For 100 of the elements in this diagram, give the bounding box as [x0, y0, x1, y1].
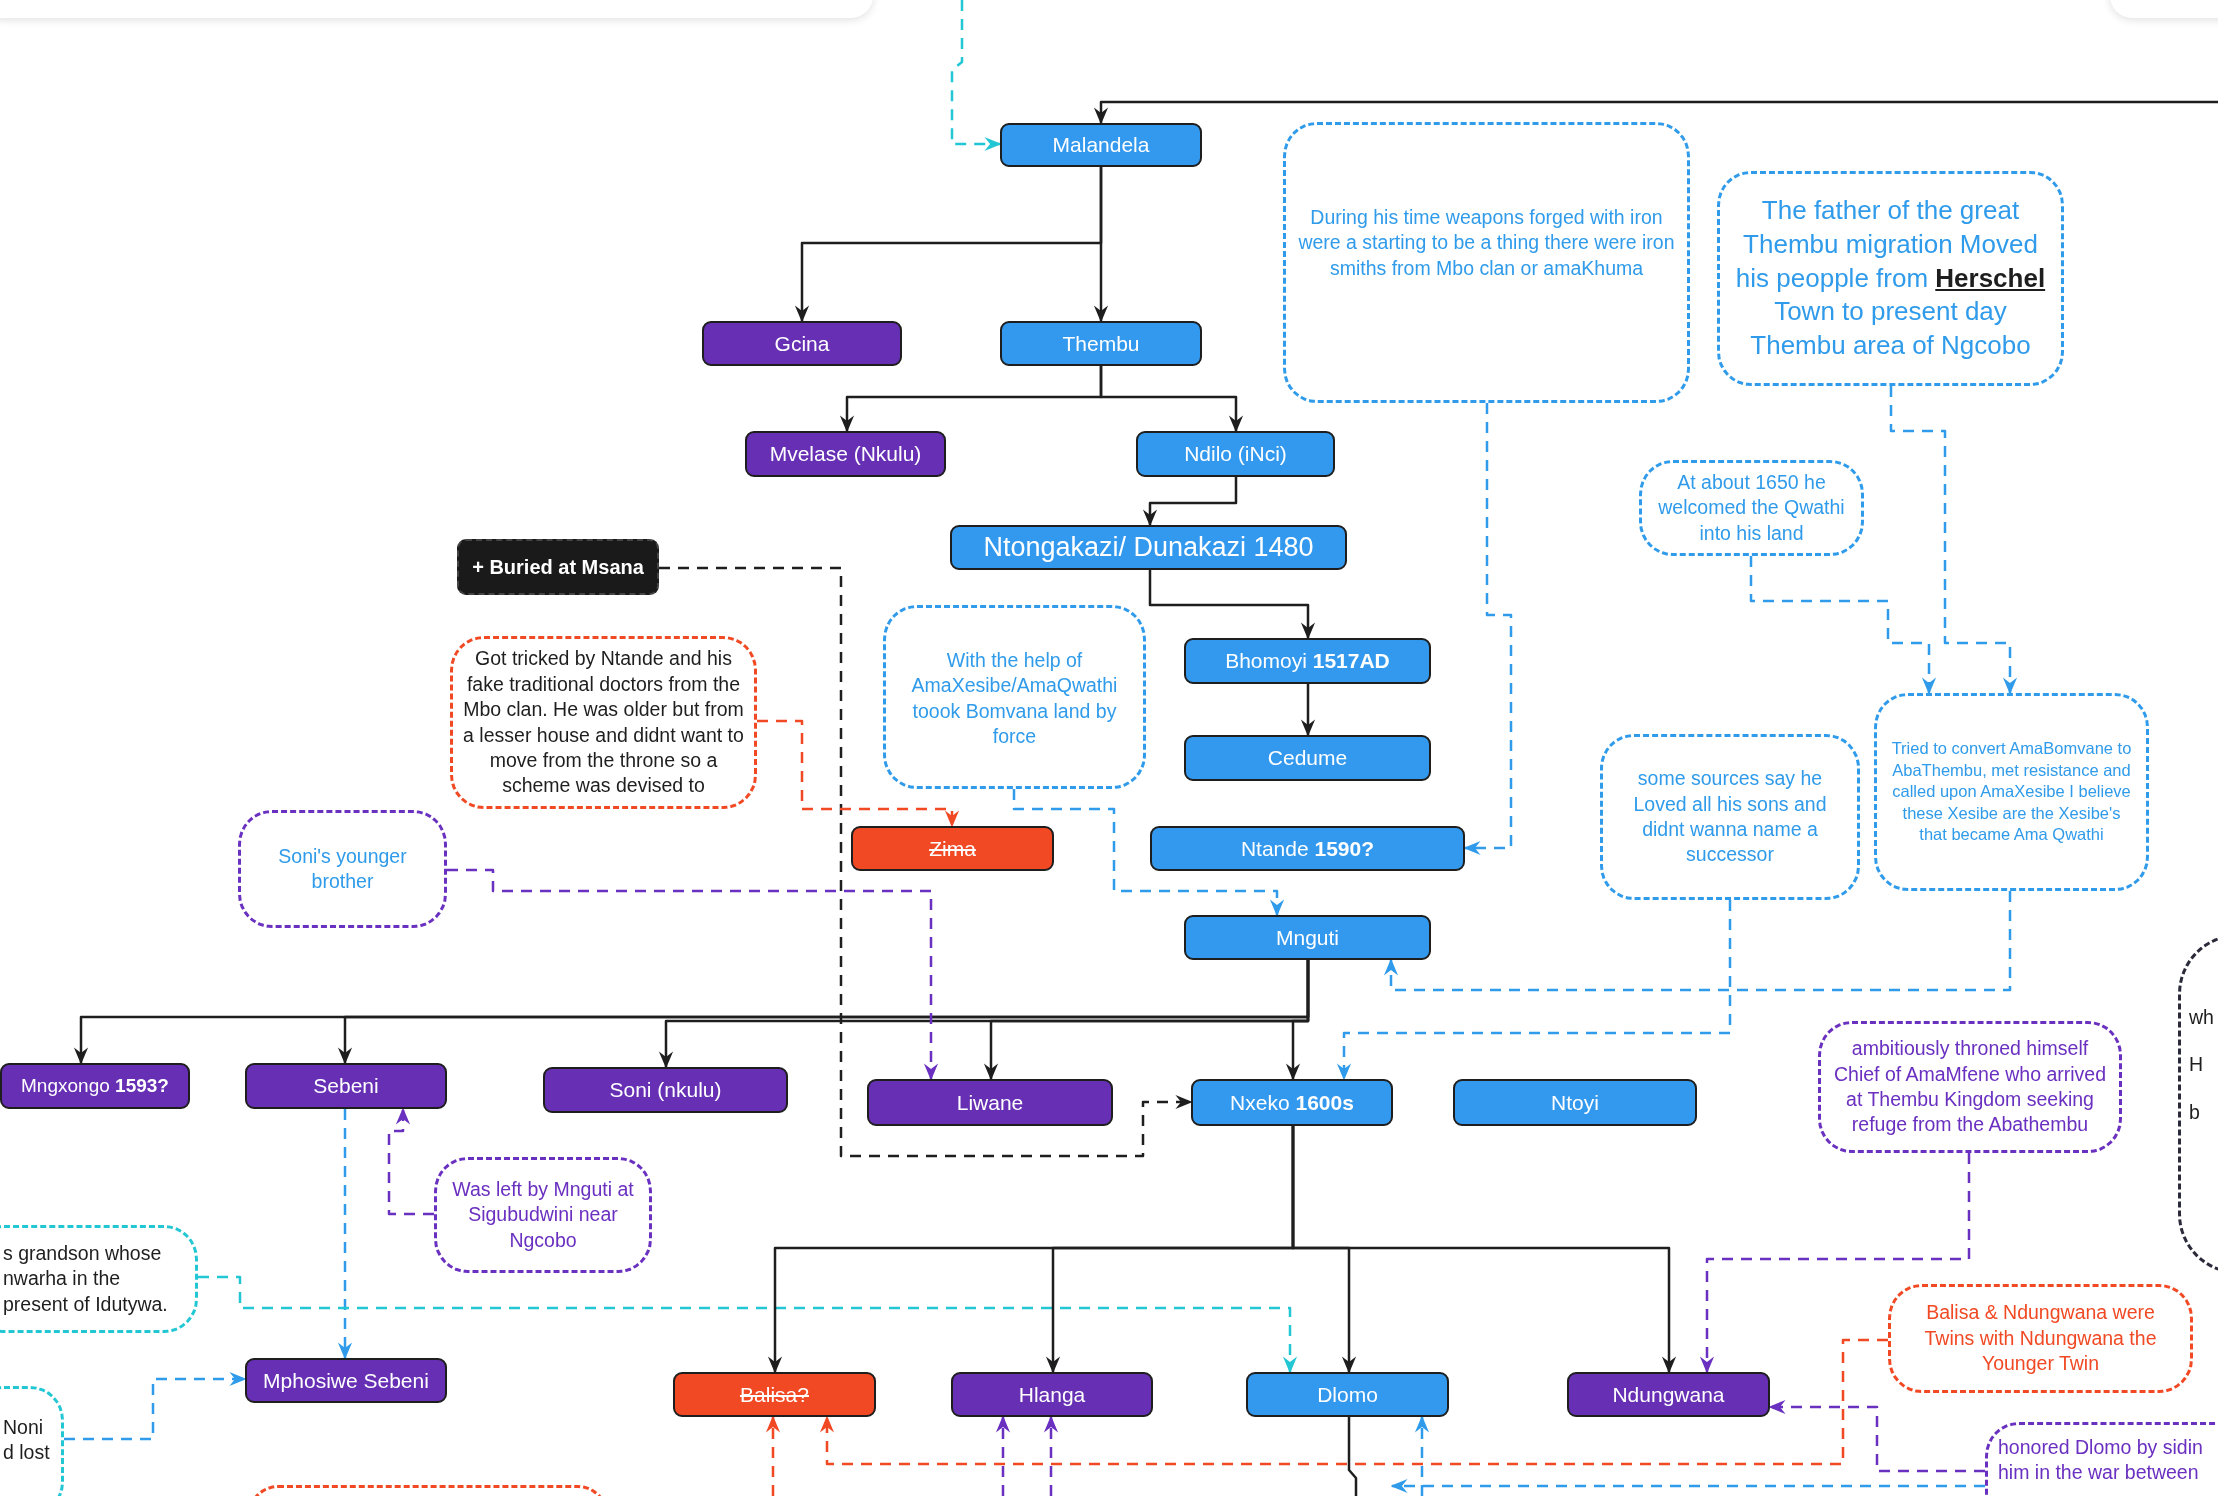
person-name: Malandela [1052, 133, 1150, 157]
note-box [1888, 1284, 2193, 1393]
note-text: b [2189, 1099, 2200, 1125]
note-text: honored Dlomo by sidin him in the war between [1998, 1435, 2204, 1486]
note-text: wh [2189, 1005, 2214, 1030]
person-box [543, 1067, 788, 1113]
note-box [238, 810, 447, 928]
person-box [1191, 1079, 1393, 1126]
arrow [757, 719, 960, 828]
note-box [1717, 171, 2064, 386]
arrow [1749, 556, 1937, 695]
arrow [337, 1109, 353, 1360]
note-text: + Buried at Msana [472, 555, 644, 579]
note-text: Soni's younger brother [277, 843, 408, 894]
note-box [1818, 1021, 2122, 1153]
person-name: Mphosiwe Sebeni [263, 1368, 429, 1393]
arrow [1285, 960, 1310, 1081]
person-box [245, 1358, 447, 1403]
person-name: Nxeko 1600s [1230, 1090, 1354, 1115]
person-box [951, 1372, 1153, 1417]
arrow [1043, 1415, 1059, 1496]
person-name: Ndilo (iNci) [1184, 442, 1287, 466]
note-text: Noni d lost [3, 1415, 51, 1466]
person-box [1184, 638, 1431, 684]
connector-line [1347, 1417, 1358, 1496]
note-box [450, 636, 757, 809]
arrow [387, 1107, 434, 1216]
arrow [1768, 1399, 1985, 1473]
arrow [950, 0, 1002, 152]
note-text: At about 1650 he welcomed the Qwathi into his land [1657, 470, 1846, 546]
person-name: Mngxongo 1593? [21, 1075, 169, 1097]
note-box [434, 1157, 652, 1273]
note-text: Tried to convert AmaBomvane to AbaThembu, met resistance and called upon AmaXesibe I believe these Xesibe are the Xesibe's that became Ama Qwathi [1890, 738, 2133, 846]
arrow [1414, 1415, 1430, 1496]
note-box [883, 605, 1146, 789]
person-name: Sebeni [313, 1074, 379, 1098]
person-name: Soni (nkulu) [609, 1078, 722, 1102]
arrow [1390, 1478, 1985, 1494]
arrow [1012, 789, 1285, 917]
note-text: Was left by Mnguti at Sigubudwini near Ngcobo [451, 1177, 635, 1253]
note-text: During his time weapons forged with iron were a starting to be a thing there were iron smiths from Mbo clan or amaKhuma [1297, 205, 1676, 281]
note-text: The father of the great Thembu migration Moved his peopple from Herschel Town to present day Thembu area of Ngcobo [1734, 194, 2047, 363]
note-box [1600, 734, 1860, 900]
person-name: Liwane [956, 1090, 1024, 1115]
person-name: Bhomoyi 1517AD [1225, 649, 1390, 673]
person-box [1000, 321, 1202, 366]
note-text: Got tricked by Ntande and his fake traditional doctors from the Mbo clan. He was older but from a lesser house and didnt want to move from the throne so a scheme was devised to [463, 646, 744, 799]
person-name: Thembu [1062, 331, 1140, 356]
person-name: Ndungwana [1612, 1382, 1725, 1407]
person-name: Dlomo [1317, 1382, 1378, 1407]
person-name: Zima [929, 836, 976, 861]
person-name: Ntande 1590? [1240, 836, 1375, 861]
note-text: Balisa & Ndungwana were Twins with Ndungwana the Younger Twin [1923, 1300, 2158, 1377]
arrow [765, 1415, 781, 1496]
arrow [1099, 366, 1244, 433]
note-text: With the help of AmaXesibe/AmaQwathi toook Bomvana land by force [910, 648, 1119, 750]
person-box [1567, 1372, 1770, 1417]
person-name: Mvelase (Nkulu) [769, 442, 922, 466]
person-box [1000, 123, 1202, 167]
note-box [1874, 693, 2149, 891]
note-text: H [2189, 1052, 2204, 1078]
arrow [1093, 167, 1109, 323]
note-text: s grandson whose nwarha in the present of Idutywa. [3, 1241, 169, 1317]
arrow [1383, 891, 2012, 992]
arrow [819, 1338, 1888, 1466]
arrow [659, 566, 1193, 1158]
arrow [64, 1371, 247, 1441]
person-name: Mnguti [1276, 925, 1339, 950]
crossed-out-person-box [851, 826, 1054, 871]
arrow [1291, 1126, 1677, 1374]
arrow [1093, 100, 2218, 125]
note-text: some sources say he Loved all his sons and didnt wanna name a successor [1632, 766, 1828, 868]
note-box [1283, 122, 1690, 403]
person-box [745, 431, 946, 477]
note-text: ambitiously throned himself Chief of AmaMfene who arrived at Thembu Kingdom seeking refuge from the Abathembu [1832, 1036, 2108, 1138]
person-name: Cedume [1267, 746, 1348, 770]
person-name: Hlanga [1018, 1382, 1086, 1407]
person-box [1150, 826, 1465, 871]
note-box [1639, 460, 1864, 556]
arrow [198, 1275, 1298, 1374]
arrow [1142, 477, 1238, 527]
person-box [245, 1063, 447, 1109]
person-name: Balisa? [740, 1382, 809, 1407]
person-box [950, 525, 1347, 570]
note-box [0, 1225, 198, 1333]
person-box [0, 1063, 190, 1109]
arrow [1699, 1153, 1971, 1374]
arrow [1463, 403, 1513, 856]
arrow [1148, 570, 1316, 640]
person-box [1453, 1079, 1697, 1126]
arrow [1336, 900, 1732, 1081]
person-box [1184, 735, 1431, 781]
person-box [702, 321, 902, 366]
arrow [1889, 386, 2018, 695]
person-box [867, 1079, 1113, 1126]
arrow [995, 1415, 1011, 1496]
person-name: Ntongakazi/ Dunakazi 1480 [983, 532, 1314, 563]
person-name: Ntoyi [1551, 1090, 1599, 1115]
arrow [447, 868, 939, 1081]
arrow [1300, 684, 1316, 737]
